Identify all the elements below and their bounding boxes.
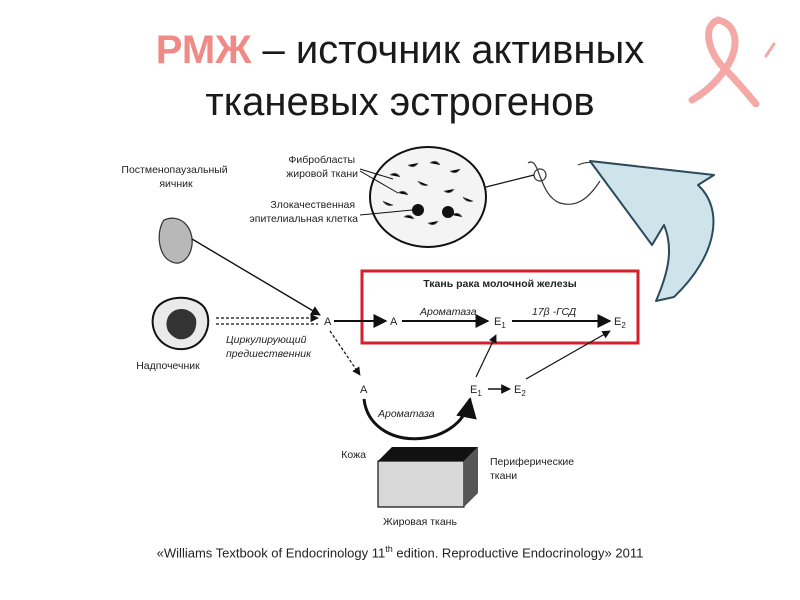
fat-tissue-label: Жировая ткань [383, 516, 457, 528]
peripheral-tissue-label-line-1: Периферические [490, 456, 574, 468]
ovary-label-line-2: яичник [159, 178, 193, 190]
aromatase-label-peripheral: Ароматаза [377, 408, 435, 420]
node-a-tumor: A [390, 316, 398, 328]
node-e2-tumor-subscript: 2 [621, 321, 626, 330]
precursor-label-line-2: предшественник [226, 348, 312, 360]
citation: «Williams Textbook of Endocrinology 11th… [0, 544, 800, 560]
breast-sketch [528, 162, 602, 204]
ovary-label-line-1: Постменопаузальный [121, 164, 227, 176]
fibroblasts-label-line-2: жировой ткани [286, 168, 358, 180]
node-e2-peripheral: E2 [514, 384, 526, 398]
title-rest: – источник активных [251, 28, 644, 72]
node-e1-peripheral-subscript: 1 [477, 389, 482, 398]
enzyme-17b-label: 17β -ГСД [532, 306, 577, 318]
ovary-label: Постменопаузальный яичник [121, 164, 230, 190]
citation-superscript: th [385, 544, 393, 554]
peripheral-tissue-label-line-2: ткани [490, 470, 517, 482]
malignant-cell-label-line-1: Злокачественная [270, 199, 355, 211]
adipose-tissue-circle [370, 147, 486, 247]
node-e2-tumor: E2 [614, 316, 626, 330]
tumor-tissue-title: Ткань рака молочной железы [423, 278, 577, 290]
citation-text: «Williams Textbook of Endocrinology 11 [157, 545, 386, 560]
precursor-label-line-1: Циркулирующий [226, 334, 307, 346]
fibroblasts-label: Фибробласты жировой ткани [286, 154, 358, 180]
node-e2-peripheral-subscript: 2 [521, 389, 526, 398]
skin-fat-block [378, 447, 478, 507]
pink-ribbon-icon [680, 12, 780, 107]
peripheral-tissue-label: Периферические ткани [490, 456, 577, 482]
precursor-label: Циркулирующий предшественник [226, 334, 312, 360]
estrogen-diagram: Постменопаузальный яичник Фибробласты жи… [108, 135, 738, 530]
node-e1-peripheral-letter: E [470, 384, 477, 396]
ovary-shape [159, 218, 192, 263]
citation-text-end: edition. Reproductive Endocrinology» 201… [393, 545, 644, 560]
node-e1-tumor: E1 [494, 316, 506, 330]
feedback-arrow [590, 161, 714, 301]
node-e2-peripheral-letter: E [514, 384, 521, 396]
malignant-cell-label: Злокачественная эпителиальная клетка [249, 199, 358, 225]
node-e1-tumor-letter: E [494, 316, 501, 328]
node-a-peripheral: A [360, 384, 368, 396]
skin-label: Кожа [341, 449, 366, 461]
adrenal-gland-shape [153, 298, 209, 349]
node-a-circulating: A [324, 316, 332, 328]
aromatase-label-tumor: Ароматаза [419, 306, 477, 318]
node-e2-tumor-letter: E [614, 316, 621, 328]
fibroblasts-label-line-1: Фибробласты [288, 154, 355, 166]
title-accent: РМЖ [156, 28, 252, 72]
adrenal-label: Надпочечник [136, 360, 200, 372]
malignant-cell-label-line-2: эпителиальная клетка [249, 213, 358, 225]
node-e1-tumor-subscript: 1 [501, 321, 506, 330]
node-e1-peripheral: E1 [470, 384, 482, 398]
